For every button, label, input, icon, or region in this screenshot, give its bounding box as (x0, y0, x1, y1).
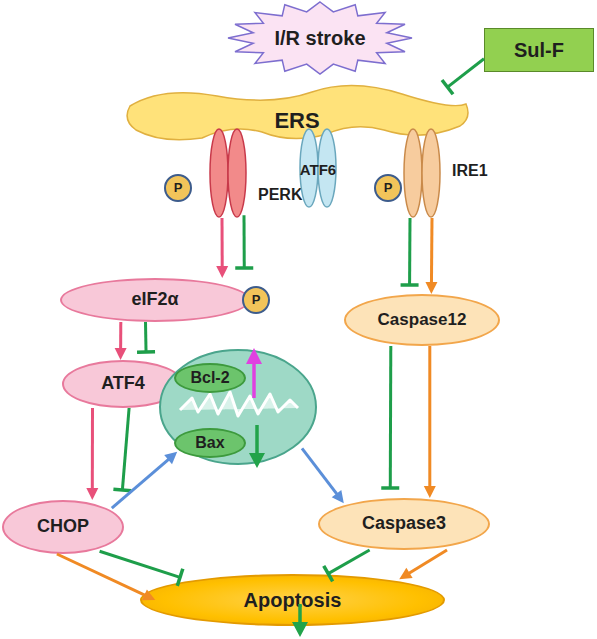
node-label: ATF6 (298, 162, 338, 179)
node-label: P (384, 181, 393, 195)
node-label: I/R stroke (274, 27, 365, 49)
phospho-circle: P (242, 286, 270, 314)
node-outline (402, 128, 442, 218)
activation-arrow (115, 322, 127, 360)
activation-arrow (57, 554, 155, 600)
inhibition-line (100, 551, 183, 586)
node-label: P (174, 181, 183, 195)
starburst-shape: I/R stroke (226, 0, 414, 76)
node-label: IRE1 (452, 162, 488, 180)
activation-arrow (216, 218, 228, 278)
process-ellipse: Bax (174, 428, 246, 458)
activation-arrow (112, 452, 177, 508)
node-label: Bcl-2 (190, 369, 229, 387)
inhibition-line (381, 346, 399, 488)
process-ellipse: Caspase3 (318, 498, 490, 550)
mitochondrion: Bcl-2Bax (158, 348, 318, 466)
process-ellipse: Bcl-2 (174, 363, 246, 393)
node-label: Sul-F (514, 39, 564, 61)
phospho-circle: P (374, 174, 402, 202)
node-label: eIF2α (131, 290, 178, 310)
receptor-symbol: ATF6 (298, 128, 338, 208)
process-ellipse: CHOP (2, 500, 124, 554)
inhibition-line (442, 59, 484, 94)
process-ellipse: eIF2α (60, 278, 250, 322)
er-membrane: ERS (122, 84, 472, 146)
node-label: P (252, 293, 261, 307)
activation-arrow (425, 218, 437, 294)
node-label: ERS (274, 109, 319, 133)
inhibition-line (137, 322, 155, 352)
inhibition-line (113, 408, 131, 491)
node-label: Caspase12 (378, 311, 467, 330)
node-label: ATF4 (101, 374, 145, 394)
activation-arrow (86, 408, 98, 500)
activation-arrow (424, 346, 436, 498)
process-ellipse: Caspase12 (344, 294, 500, 346)
activation-arrow (399, 550, 447, 579)
activation-arrow (302, 448, 344, 503)
receptor-symbol: IRE1 (402, 128, 442, 218)
node-label: CHOP (37, 517, 89, 537)
outcome-ellipse: Apoptosis (140, 574, 445, 626)
phospho-circle: P (164, 174, 192, 202)
inhibition-line (235, 215, 253, 268)
node-label: Bax (195, 434, 224, 452)
node-label: Caspase3 (362, 514, 446, 534)
node-label: PERK (258, 186, 302, 204)
drug-box: Sul-F (484, 28, 594, 72)
node-label: Apoptosis (244, 589, 342, 611)
receptor-symbol: PERK (208, 128, 248, 218)
inhibition-line (401, 218, 419, 285)
node-outline (208, 128, 248, 218)
